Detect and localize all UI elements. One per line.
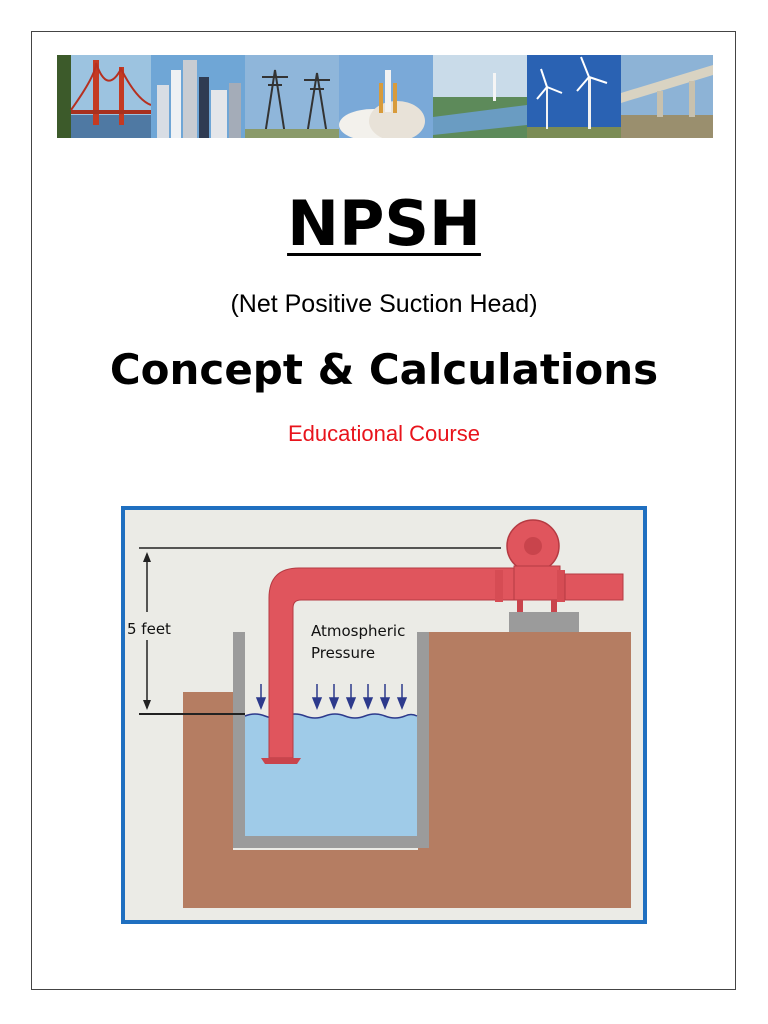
- document-title: NPSH: [0, 188, 768, 260]
- banner-strip: [57, 55, 713, 138]
- banner-image: [57, 55, 713, 138]
- banner-power-pylons: [245, 55, 339, 138]
- pump-base: [509, 612, 579, 632]
- banner-water-canal: [433, 55, 527, 138]
- banner-city-skyline: [151, 55, 245, 138]
- height-label: 5 feet: [127, 620, 171, 638]
- pressure-arrows: [255, 684, 408, 711]
- arrow-down-icon: [143, 700, 151, 710]
- banner-rocket-launch: [339, 55, 433, 138]
- document-subtitle: (Net Positive Suction Head): [230, 290, 538, 318]
- pressure-label-line1: Atmospheric: [311, 622, 405, 640]
- arrow-up-icon: [143, 552, 151, 562]
- npsh-diagram-svg: 5 feet Atmospheric Pressure: [121, 506, 647, 924]
- course-label: Educational Course: [287, 421, 480, 446]
- ground: [183, 632, 631, 908]
- pump-icon: [495, 519, 624, 612]
- banner-wind-turbines: [527, 55, 621, 138]
- pressure-label-line2: Pressure: [311, 644, 375, 662]
- pipe-inlet: [261, 758, 301, 764]
- title-text: NPSH: [287, 187, 481, 260]
- banner-golden-gate-bridge: [57, 55, 152, 138]
- document-heading: Concept & Calculations: [109, 345, 659, 394]
- npsh-diagram: 5 feet Atmospheric Pressure: [121, 506, 647, 924]
- banner-highway-overpass: [621, 55, 713, 138]
